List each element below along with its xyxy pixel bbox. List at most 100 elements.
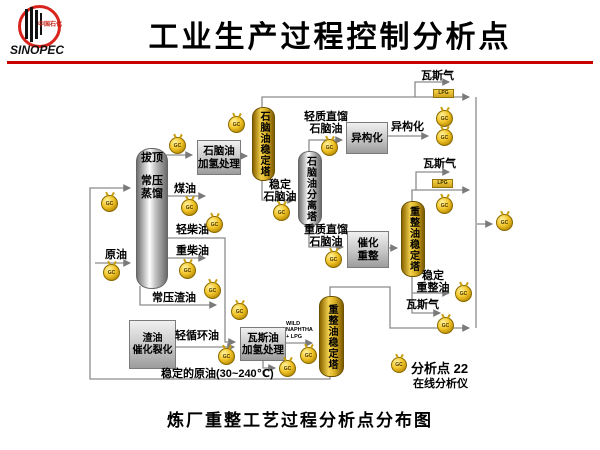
gc-point-2: GC — [103, 264, 120, 281]
atm-column-top-label: 拔顶 — [141, 152, 163, 164]
reformate-stabilizer-tower: 重整油稳定塔 — [401, 201, 425, 277]
line-stabilized-naphtha — [261, 179, 296, 204]
line-atm-residue — [139, 286, 218, 309]
label-wild-naphtha-lpg: WILD NAPHTHA + LPG — [286, 321, 313, 340]
gc-point-5: GC — [181, 199, 198, 216]
naphtha-hydrotreater-box: 石脑油 加氢处理 — [197, 140, 241, 175]
page-title: 工业生产过程控制分析点 — [148, 21, 512, 54]
gc-point-4: GC — [228, 116, 245, 133]
gasoil-hydrotreater-box: 瓦斯油 加氢处理 — [240, 327, 286, 361]
catalytic-reformer-box: 催化 重整 — [347, 231, 389, 268]
gc-point-14: GC — [321, 139, 338, 156]
line-reformate-overhead — [411, 186, 471, 201]
line-drygas-2 — [415, 168, 451, 190]
gc-point-16: GC — [436, 110, 453, 127]
gc-text: GC — [325, 144, 334, 151]
line-bottom-gas — [329, 286, 471, 332]
logo-bar — [40, 13, 42, 35]
gc-point-17: GC — [436, 129, 453, 146]
naphtha-splitter-tower: 石脑油分离塔 — [298, 151, 322, 226]
line-splitter-bottom — [308, 224, 345, 251]
gc-text: GC — [440, 115, 449, 122]
gc-text: GC — [440, 134, 449, 141]
gc-text: GC — [210, 221, 219, 228]
legend-points-label: 分析点 22 — [411, 361, 469, 376]
gc-point-11: GC — [300, 347, 317, 364]
naphtha-stabilizer-label: 石脑油稳定塔 — [258, 111, 269, 177]
line-drygas-1 — [414, 78, 451, 97]
gc-text: GC — [105, 200, 114, 207]
label-dry-gas-2: 瓦斯气 — [423, 158, 456, 170]
logo-brand-en: SINOPEC — [10, 43, 65, 57]
gc-point-12: GC — [279, 360, 296, 377]
reformate-stabilizer-2-label: 重整油稳定塔 — [326, 303, 337, 370]
gc-point-8: GC — [204, 282, 221, 299]
gc-text: GC — [173, 142, 182, 149]
gc-text: GC — [208, 287, 217, 294]
atm-column-label: 常压 蒸馏 — [141, 175, 163, 200]
label-crude-oil: 原油 — [105, 249, 127, 261]
gc-text: GC — [304, 352, 313, 359]
label-atm-residue: 常压渣油 — [152, 292, 196, 304]
naphtha-stabilizer-tower: 石脑油稳定塔 — [252, 107, 275, 181]
label-stabilized-reformate: 稳定 重整油 — [416, 270, 450, 295]
gc-text: GC — [459, 290, 468, 297]
logo-bar — [30, 7, 33, 42]
gc-text: GC — [222, 353, 231, 360]
gc-point-15: GC — [325, 251, 342, 268]
gc-text: GC — [329, 256, 338, 263]
label-dry-gas-3: 瓦斯气 — [406, 299, 439, 311]
gc-point-20: GC — [437, 317, 454, 334]
gc-text: GC — [232, 121, 241, 128]
gc-point-13: GC — [273, 204, 290, 221]
gc-point-3: GC — [169, 137, 186, 154]
label-light-diesel: 轻柴油 — [176, 224, 209, 236]
gc-text: GC — [283, 365, 292, 372]
gc-text: GC — [185, 204, 194, 211]
gc-point-6: GC — [206, 216, 223, 233]
gc-text: GC — [107, 269, 116, 276]
gc-legend-icon: GC — [391, 357, 407, 373]
gc-point-18: GC — [436, 197, 453, 214]
label-light-sr-naphtha: 轻质直馏 石脑油 — [304, 111, 348, 136]
label-stabilized-crude: 稳定的原油(30~240℃) — [161, 368, 274, 380]
line-stabilizer-overhead — [261, 93, 471, 107]
label-light-cycle-oil: 轻循环油 — [175, 330, 219, 342]
label-dry-gas-1: 瓦斯气 — [421, 70, 454, 82]
isomerization-box: 异构化 — [346, 122, 388, 154]
lpg-chip-2: LPG — [432, 179, 453, 188]
gc-point-1: GC — [101, 195, 118, 212]
line-drygas-3 — [411, 275, 442, 317]
lpg-chip-1: LPG — [433, 89, 454, 98]
gc-point-19: GC — [455, 285, 472, 302]
gc-text: GC — [440, 202, 449, 209]
reformate-stabilizer-tower-2: 重整油稳定塔 — [319, 296, 344, 377]
naphtha-splitter-label: 石脑油分离塔 — [304, 155, 316, 222]
legend-analyzer-label: 在线分析仪 — [413, 378, 468, 390]
gc-text: GC — [183, 267, 192, 274]
reformate-stabilizer-label: 重整油稳定塔 — [407, 206, 419, 272]
gc-text: GC — [441, 322, 450, 329]
label-heavy-diesel: 重柴油 — [176, 245, 209, 257]
line-light-diesel — [166, 237, 237, 346]
line-stabilized-crude-recycle — [89, 184, 331, 380]
gc-text: GC — [395, 362, 403, 368]
logo-brand-cn: 中国石化 — [38, 22, 63, 28]
gc-text: GC — [277, 209, 286, 216]
gc-point-9: GC — [231, 303, 248, 320]
diagram-caption: 炼厂重整工艺过程分析点分布图 — [167, 411, 433, 430]
title-divider — [7, 61, 593, 64]
line-hdt2-bottom — [262, 359, 277, 372]
logo-ring — [18, 5, 61, 48]
sinopec-logo-icon: 中国石化 SINOPEC — [8, 3, 66, 61]
label-heavy-sr-naphtha: 重质直馏 石脑油 — [304, 224, 348, 249]
residue-fcc-box: 渣油 催化裂化 — [129, 320, 176, 369]
gc-point-7: GC — [179, 262, 196, 279]
atmospheric-column: 拔顶 常压 蒸馏 — [136, 148, 168, 289]
label-stabilized-naphtha: 稳定 石脑油 — [263, 179, 297, 204]
label-kerosene: 煤油 — [174, 183, 196, 195]
logo-bar — [35, 10, 38, 39]
gc-point-10: GC — [218, 348, 235, 365]
